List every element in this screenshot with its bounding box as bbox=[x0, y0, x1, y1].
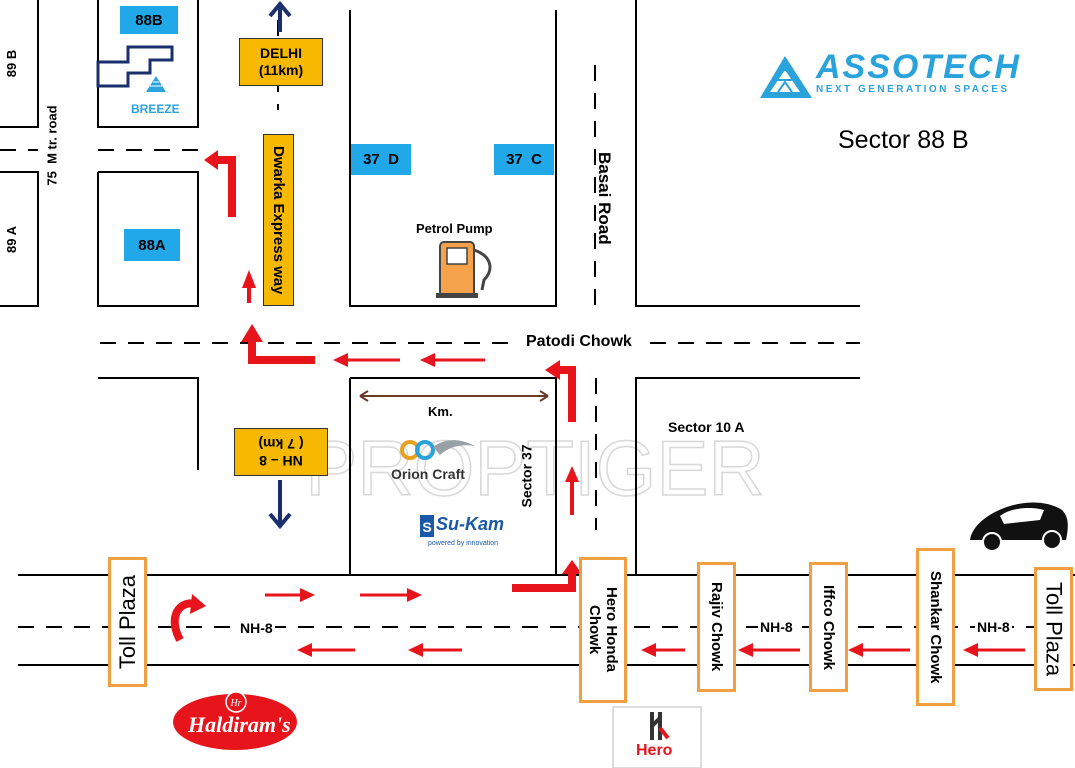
sukam-label: Su-Kam bbox=[436, 514, 505, 534]
shankar-chowk: Shankar Chowk bbox=[916, 548, 955, 706]
patodi-chowk-label: Patodi Chowk bbox=[526, 333, 632, 350]
watermark-text: PROPTIGER bbox=[305, 424, 764, 512]
haldirams-logo: Hr bbox=[173, 691, 297, 750]
sector-37d-box: 37 D bbox=[351, 144, 411, 175]
toll-plaza-left: Toll Plaza bbox=[108, 557, 147, 687]
brand-name: ASSOTECH bbox=[816, 48, 1021, 86]
breeze-logo-shape bbox=[96, 45, 174, 92]
sector-88b-box: 88B bbox=[120, 6, 178, 34]
nh8-label-right: NH-8 bbox=[975, 619, 1012, 635]
hero-label: Hero bbox=[636, 742, 673, 759]
sector-37c-box: 37 C bbox=[494, 144, 554, 175]
hero-honda-chowk: Hero Honda Chowk bbox=[579, 557, 627, 703]
sector-88a-box: 88A bbox=[124, 229, 180, 261]
car-icon bbox=[970, 502, 1068, 552]
brand-tagline: NEXT GENERATION SPACES bbox=[816, 84, 1010, 95]
nh8-sign-distance: ( 7 km) bbox=[258, 436, 304, 452]
petrol-pump-icon bbox=[436, 241, 492, 298]
haldirams-label: Haldiram's bbox=[188, 712, 291, 737]
nh8-sign: NH – 8 ( 7 km) bbox=[234, 428, 328, 476]
red-route-lines bbox=[170, 150, 1025, 657]
sukam-tagline: powered by innovation bbox=[428, 540, 499, 547]
sector-title: Sector 88 B bbox=[838, 126, 969, 154]
svg-text:Hr: Hr bbox=[229, 698, 241, 709]
iffco-chowk: Iffco Chowk bbox=[809, 562, 848, 692]
assotech-logo-mark bbox=[760, 56, 812, 98]
nh8-label-mid: NH-8 bbox=[758, 619, 795, 635]
dashed-lines bbox=[0, 20, 1075, 628]
toll-plaza-right: Toll Plaza bbox=[1034, 567, 1073, 691]
rajiv-chowk: Rajiv Chowk bbox=[697, 562, 736, 692]
delhi-distance: (11km) bbox=[258, 62, 304, 78]
delhi-sign: DELHI (11km) bbox=[239, 38, 323, 86]
dwarka-expressway-sign: Dwarka Express way bbox=[263, 134, 294, 306]
delhi-label: DELHI bbox=[260, 45, 302, 61]
svg-text:S: S bbox=[422, 519, 431, 535]
hero-logo-box bbox=[612, 706, 702, 768]
breeze-label: BREEZE bbox=[131, 102, 180, 116]
km-label: Km. bbox=[428, 404, 453, 419]
navy-arrows bbox=[268, 0, 292, 530]
sector-89b-label: 89 B bbox=[4, 49, 20, 78]
nh8-label-left: NH-8 bbox=[238, 620, 275, 636]
petrol-pump-label: Petrol Pump bbox=[416, 221, 493, 236]
basai-road-label: Basai Road bbox=[595, 152, 614, 245]
orion-craft-label: Orion Craft bbox=[391, 466, 465, 482]
sector-89a-label: 89 A bbox=[3, 226, 19, 253]
nh8-sign-label: NH – 8 bbox=[259, 453, 303, 469]
sector-10a-label: Sector 10 A bbox=[668, 419, 745, 435]
m-road-label: 75 M tr. road bbox=[44, 105, 60, 186]
sector-37-label: Sector 37 bbox=[518, 444, 535, 508]
sukam-logo: S bbox=[420, 515, 434, 537]
km-arrow bbox=[359, 390, 549, 402]
orion-craft-logo bbox=[400, 440, 475, 460]
